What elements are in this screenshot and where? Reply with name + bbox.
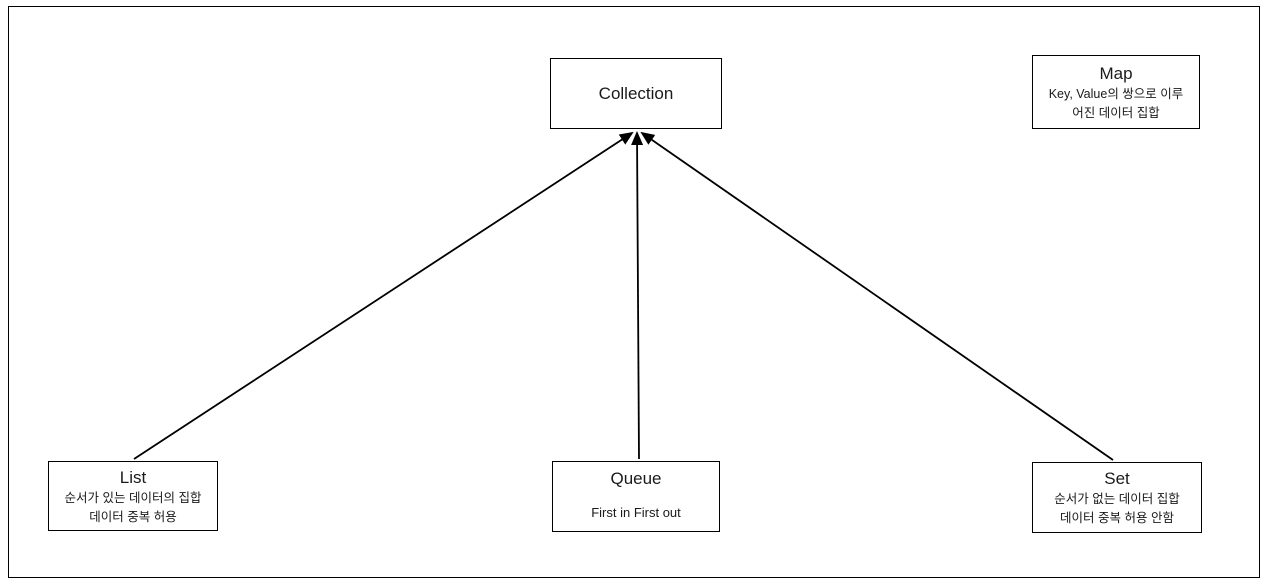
node-set: Set 순서가 없는 데이터 집합 데이터 중복 허용 안함 [1032, 462, 1202, 533]
node-map-description-line1: Key, Value의 쌍으로 이루 [1048, 87, 1184, 101]
node-map-title: Map [1099, 64, 1133, 83]
node-queue-title: Queue [610, 469, 662, 488]
node-list: List 순서가 있는 데이터의 집합 데이터 중복 허용 [48, 461, 218, 531]
node-set-description-line2: 데이터 중복 허용 안함 [1060, 511, 1174, 525]
edge-set-collection [640, 131, 1114, 461]
node-collection-title: Collection [598, 83, 674, 103]
node-queue-description-line1: First in First out [591, 505, 681, 520]
node-set-description-line1: 순서가 없는 데이터 집합 [1054, 492, 1180, 506]
node-list-title: List [119, 468, 147, 487]
edge-queue-collection [631, 131, 644, 460]
node-queue: Queue First in First out [552, 461, 720, 532]
node-list-description-line1: 순서가 있는 데이터의 집합 [64, 491, 202, 505]
edge-list-collection [133, 131, 634, 460]
node-map-description-line2: 어진 데이터 집합 [1072, 106, 1160, 120]
node-collection: Collection [550, 58, 722, 129]
node-list-description-line2: 데이터 중복 허용 [89, 510, 177, 524]
node-set-title: Set [1104, 469, 1130, 488]
diagram-frame [8, 6, 1260, 578]
node-map: Map Key, Value의 쌍으로 이루 어진 데이터 집합 [1032, 55, 1200, 129]
